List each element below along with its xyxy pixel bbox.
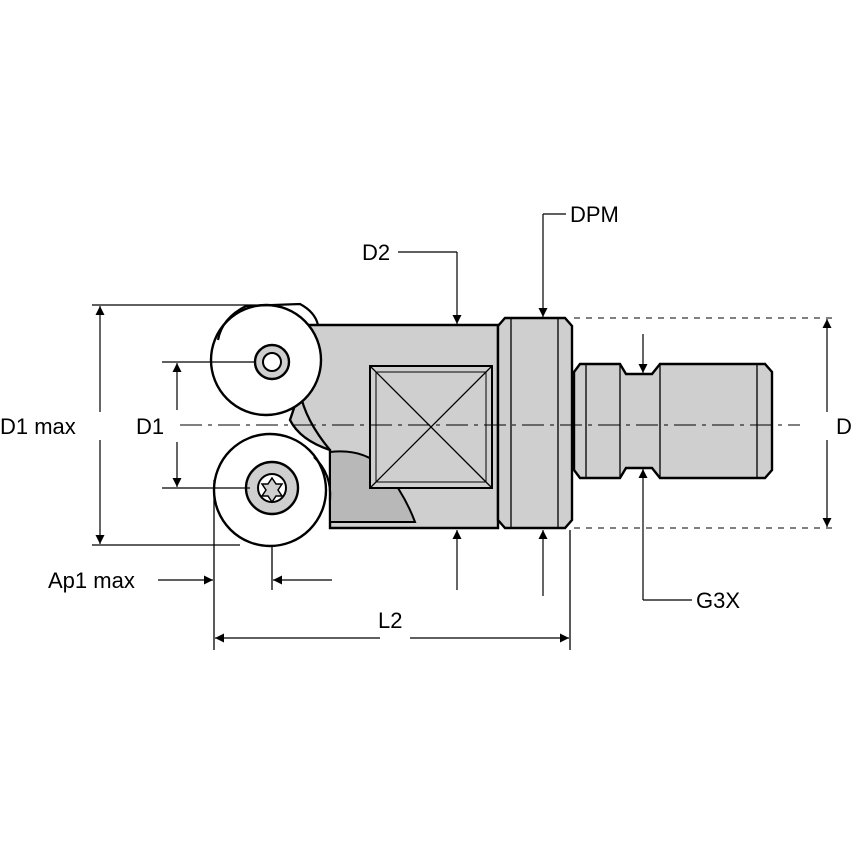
label-d1: D1 bbox=[136, 414, 164, 439]
upper-insert bbox=[209, 302, 323, 417]
threaded-shank bbox=[572, 362, 774, 480]
label-d1-max: D1 max bbox=[0, 414, 76, 439]
lower-insert bbox=[212, 432, 332, 548]
dim-d1-max: D1 max bbox=[0, 304, 266, 546]
dim-d1: D1 bbox=[136, 361, 255, 489]
label-d2: D2 bbox=[362, 240, 390, 265]
dim-l2: L2 bbox=[215, 530, 571, 650]
label-ap1-max: Ap1 max bbox=[48, 568, 135, 593]
dim-d2: D2 bbox=[362, 240, 462, 590]
dim-ap1-max: Ap1 max bbox=[48, 480, 332, 650]
label-d: D bbox=[836, 414, 852, 439]
label-g3x: G3X bbox=[696, 588, 740, 613]
label-dpm: DPM bbox=[570, 202, 619, 227]
flange-collar bbox=[496, 316, 574, 530]
square-flat bbox=[369, 365, 493, 489]
dim-dpm: DPM bbox=[538, 202, 619, 596]
label-l2: L2 bbox=[378, 608, 402, 633]
dim-d: D bbox=[574, 317, 852, 529]
dim-g3x: G3X bbox=[638, 334, 740, 613]
